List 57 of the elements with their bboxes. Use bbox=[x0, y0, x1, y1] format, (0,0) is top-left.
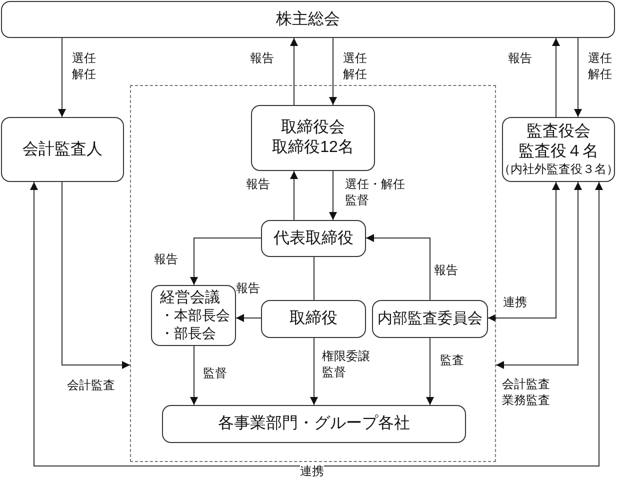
arrow bbox=[574, 38, 582, 118]
arrow bbox=[236, 314, 262, 322]
arrow bbox=[290, 38, 298, 106]
arrow bbox=[58, 38, 66, 118]
arrow bbox=[290, 170, 298, 220]
process-box bbox=[1, 117, 124, 182]
arrow bbox=[552, 38, 560, 118]
arrow bbox=[329, 38, 337, 106]
process-box bbox=[162, 405, 466, 443]
arrow bbox=[310, 338, 318, 406]
arrow bbox=[190, 346, 198, 406]
edge-label: 選任解任 bbox=[72, 50, 96, 82]
node-text: 監査役４名 bbox=[518, 142, 598, 162]
arrow bbox=[329, 170, 337, 220]
edge-label: 報告 bbox=[246, 176, 270, 192]
edge-label: 監査 bbox=[440, 352, 464, 368]
arrow bbox=[496, 182, 582, 369]
node-text: 取締役会 bbox=[281, 118, 345, 138]
node-text: 株主総会 bbox=[276, 10, 340, 30]
edge-label: 報告 bbox=[154, 251, 178, 268]
node-text: 代表取締役 bbox=[274, 228, 354, 248]
edge-label: 選任解任 bbox=[588, 50, 612, 82]
edge-label: 会計監査業務監査 bbox=[502, 376, 550, 408]
node-text: 監査役会 bbox=[526, 122, 590, 142]
edge-label: 会計監査 bbox=[67, 377, 115, 394]
edge-label: 権限委譲監督 bbox=[322, 348, 370, 380]
node-text: 会計監査人 bbox=[22, 140, 102, 160]
edge-label: 報告 bbox=[250, 50, 274, 66]
process-box bbox=[372, 300, 488, 338]
node-text: 取締役12名 bbox=[272, 138, 354, 158]
edge-label: 監督 bbox=[203, 365, 227, 382]
node-text: 各事業部門・グループ各社 bbox=[218, 414, 410, 434]
edge-label: 連携 bbox=[503, 294, 527, 310]
arrow bbox=[488, 182, 560, 322]
edge-label: 選任解任 bbox=[343, 50, 367, 82]
node-text: （内社外監査役３名） bbox=[498, 162, 617, 177]
arrow bbox=[426, 338, 434, 406]
process-box bbox=[251, 105, 375, 171]
process-box bbox=[1, 1, 615, 38]
node-text: 取締役 bbox=[290, 309, 338, 329]
arrow bbox=[62, 182, 130, 369]
process-box bbox=[151, 285, 236, 346]
edge-label: 連携 bbox=[300, 463, 324, 480]
process-box bbox=[502, 117, 615, 182]
edge-label: 報告 bbox=[236, 280, 260, 296]
node-text: 経営会議 bbox=[160, 288, 220, 308]
edge-label: 選任・解任監督 bbox=[345, 176, 405, 208]
node-text: 内部監査委員会 bbox=[378, 310, 482, 328]
arrow bbox=[366, 234, 430, 300]
node-text: ・部長会 bbox=[160, 324, 216, 342]
arrow bbox=[30, 182, 603, 466]
arrow bbox=[190, 238, 262, 286]
process-box bbox=[261, 300, 366, 338]
node-text: ・本部長会 bbox=[160, 307, 230, 325]
process-box bbox=[261, 220, 366, 257]
edge-label: 報告 bbox=[508, 50, 532, 66]
edge-label: 報告 bbox=[434, 262, 458, 278]
